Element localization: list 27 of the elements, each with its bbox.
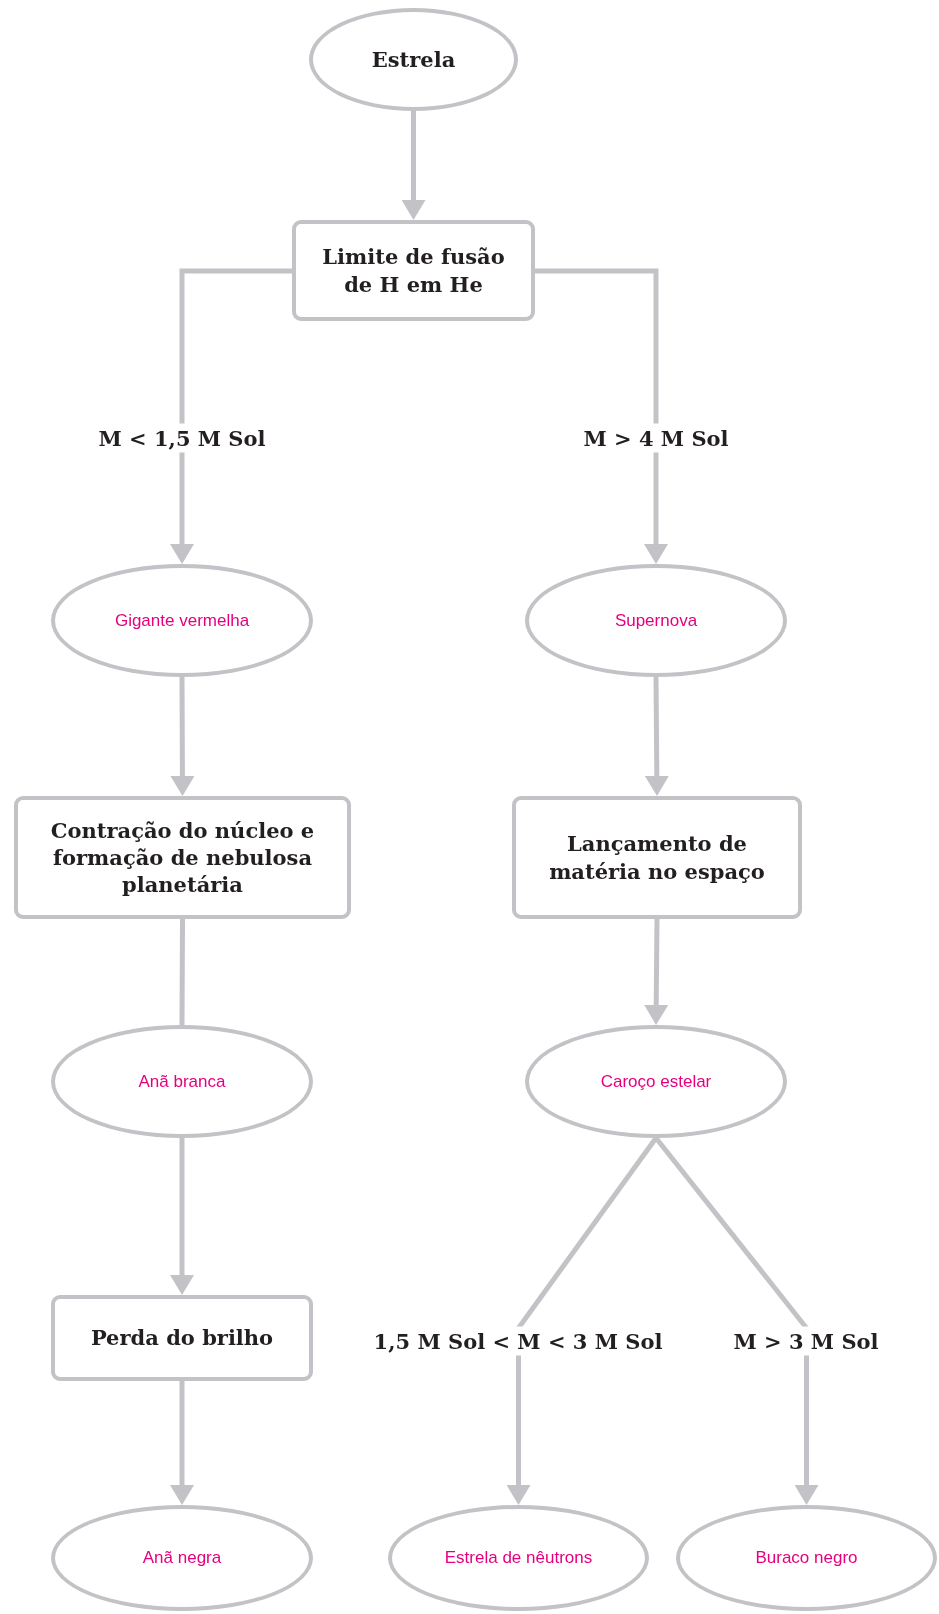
stage-label: Buraco negro: [755, 1548, 858, 1568]
arrow: [170, 268, 292, 564]
stage-label: Estrela de nêutrons: [444, 1548, 593, 1568]
stage-label: Supernova: [614, 610, 698, 631]
process-box: [512, 796, 802, 919]
stage-label: Anã negra: [142, 1548, 222, 1568]
arrow: [506, 1136, 659, 1505]
arrow: [401, 111, 426, 220]
arrow: [170, 677, 195, 796]
arrow: [170, 1381, 194, 1505]
node-label: Lançamento de matéria no espaço: [548, 830, 766, 885]
process-box: [14, 796, 351, 919]
node-label: Perda do brilho: [89, 1324, 275, 1352]
stage-label: Anã branca: [138, 1071, 226, 1092]
stage-label: Caroço estelar: [600, 1071, 712, 1092]
node-label: Estrela: [370, 45, 457, 74]
arrow: [654, 1136, 819, 1505]
arrow: [644, 918, 669, 1025]
arrow: [170, 1138, 194, 1295]
node-label: Contração do núcleo e formação de nebulosa planetária: [49, 816, 316, 899]
arrow: [535, 268, 668, 564]
process-box: [292, 220, 535, 321]
process-box: [51, 1295, 313, 1381]
stage-label: Gigante vermelha: [114, 610, 250, 631]
arrow: [644, 676, 669, 796]
node-label: Limite de fusão de H em He: [321, 243, 506, 298]
connector-line: [179, 919, 185, 1025]
